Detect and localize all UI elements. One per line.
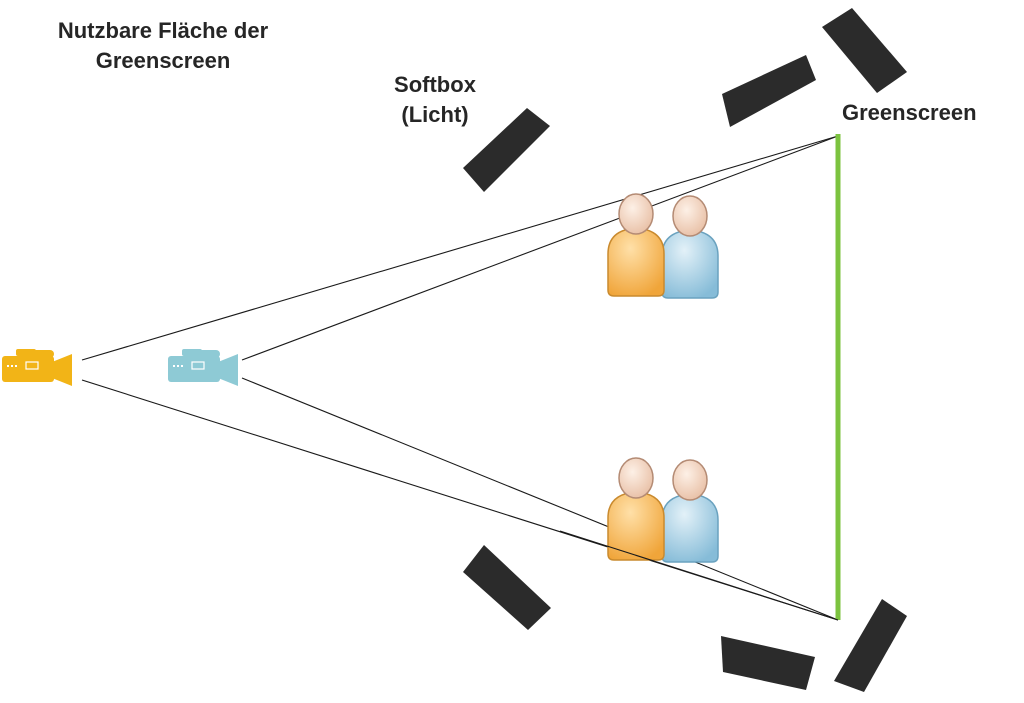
- softbox-light-icon: [463, 545, 551, 630]
- far-camera-bottom-line-overlay: [559, 530, 839, 621]
- person-icon: [661, 195, 719, 299]
- near-camera-top-line: [241, 135, 839, 361]
- softbox-light-icon: [463, 108, 550, 192]
- softbox-light-icon: [722, 55, 816, 127]
- person-icon: [661, 459, 719, 563]
- person-icon: [607, 193, 665, 297]
- softbox-light-icon: [822, 8, 907, 93]
- far-camera-top-line: [81, 135, 839, 361]
- softbox-label-line-1: Softbox: [394, 72, 476, 97]
- softbox-label: Softbox (Licht): [370, 70, 500, 130]
- near-camera-bottom-line: [241, 377, 839, 621]
- video-camera-icon: [167, 348, 239, 387]
- person-icon: [607, 457, 665, 561]
- softbox-lights: [463, 8, 907, 692]
- near-camera-sight-lines: [241, 135, 839, 621]
- video-camera-icon: [1, 348, 73, 387]
- person-group-bottom: [607, 457, 719, 563]
- title-line-1: Nutzbare Fläche der: [57, 18, 269, 43]
- person-group-top: [607, 193, 719, 299]
- softbox-light-icon: [721, 636, 815, 690]
- diagram-title: Nutzbare Fläche der Greenscreen: [18, 16, 308, 76]
- softbox-label-line-2: (Licht): [401, 102, 469, 127]
- title-line-2: Greenscreen: [95, 48, 231, 73]
- greenscreen-label: Greenscreen: [842, 100, 977, 125]
- softbox-light-icon: [834, 599, 907, 692]
